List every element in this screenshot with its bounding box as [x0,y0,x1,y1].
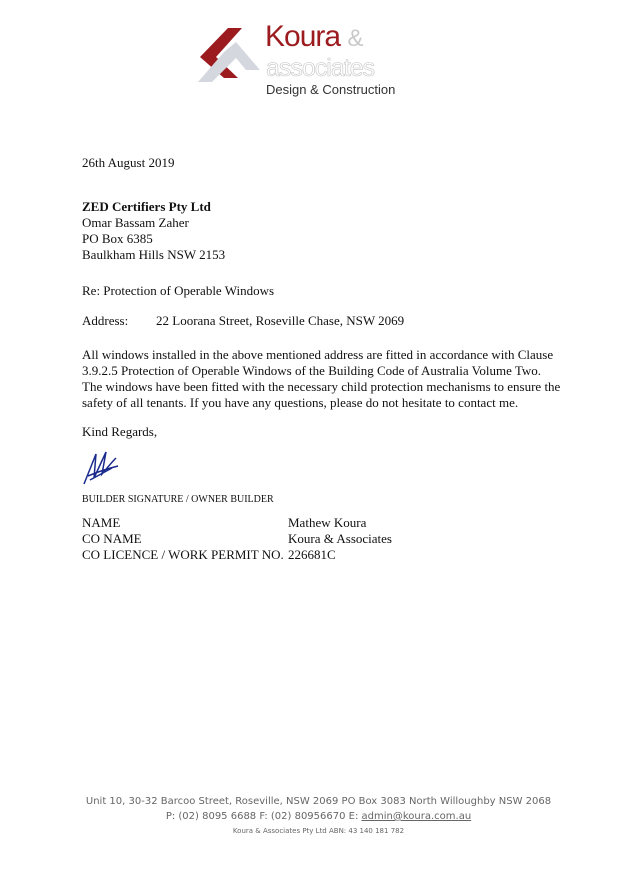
detail-value-co-name: Koura & Associates [288,531,392,546]
detail-value-licence: 226681C [288,547,336,562]
footer-email-link[interactable]: admin@koura.com.au [361,811,472,822]
address-label: Address: [82,313,129,328]
recipient-company: ZED Certifiers Pty Ltd [82,199,211,214]
recipient-name: Omar Bassam Zaher [82,215,189,230]
footer-abn: Koura & Associates Pty Ltd ABN: 43 140 1… [232,827,405,835]
detail-label-licence: CO LICENCE / WORK PERMIT NO. [82,547,284,562]
logo-tagline: Design & Construction [266,82,396,97]
footer-address: Unit 10, 30-32 Barcoo Street, Roseville,… [85,796,552,807]
logo-associates: associates [266,54,376,83]
address-value: 22 Loorana Street, Roseville Chase, NSW … [156,313,405,328]
footer-phone: P: (02) 8095 6688 F: (02) 80956670 E: [165,811,362,822]
footer-contact: P: (02) 8095 6688 F: (02) 80956670 E: ad… [0,811,637,822]
closing: Kind Regards, [82,424,158,439]
detail-label-co-name: CO NAME [82,531,142,546]
recipient-po-box: PO Box 6385 [82,231,153,246]
letter-date: 26th August 2019 [82,155,175,170]
recipient-suburb: Baulkham Hills NSW 2153 [82,247,226,262]
signature-image [83,451,119,485]
re-line: Re: Protection of Operable Windows [82,283,275,298]
body-paragraph: All windows installed in the above menti… [82,347,561,410]
logo-brand: Koura & [265,20,364,53]
logo-mark-icon [198,28,260,82]
company-logo: Koura & associates Design & Construction [190,14,440,100]
detail-value-name: Mathew Koura [288,515,367,530]
signature-label: BUILDER SIGNATURE / OWNER BUILDER [82,494,274,505]
detail-label-name: NAME [82,515,121,530]
